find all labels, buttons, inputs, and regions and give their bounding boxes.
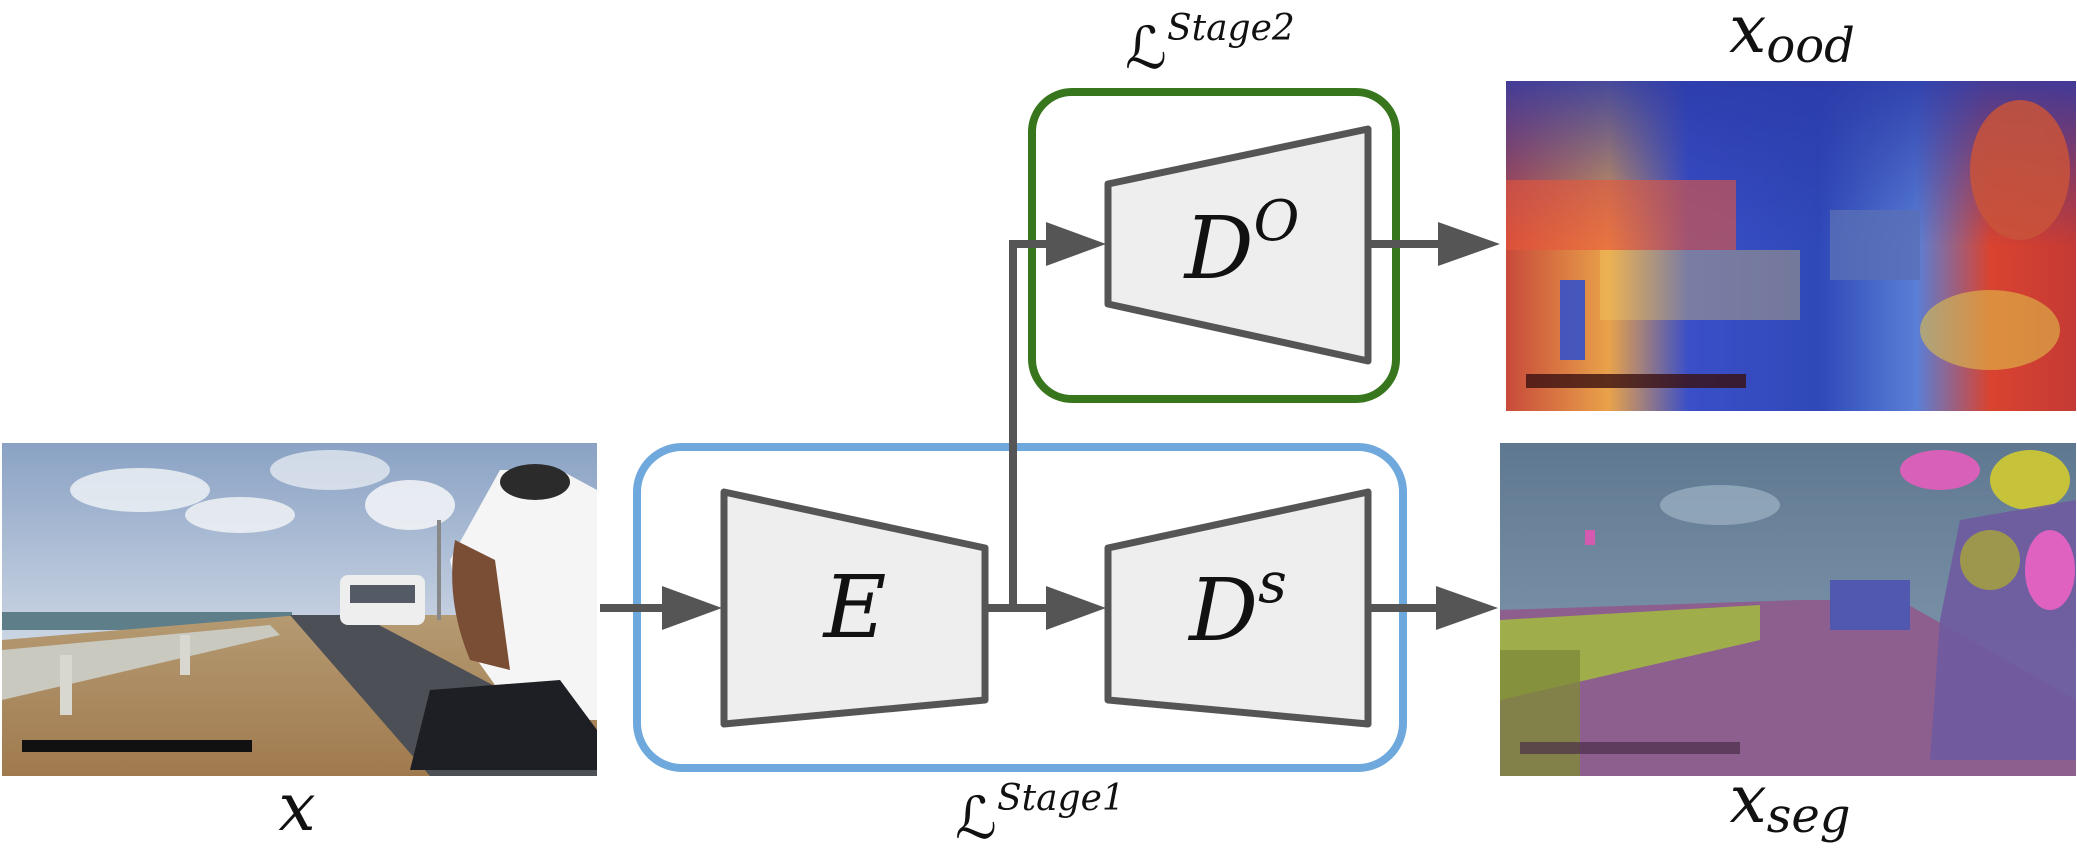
seg-decoder-label: Ds: [1187, 551, 1287, 661]
stage1-loss-label: ℒStage1: [955, 778, 1125, 852]
ood-heatmap-image: [1506, 81, 2076, 411]
seg-output-base: x: [1730, 761, 1767, 838]
encoder-block: [720, 488, 989, 728]
ood-decoder-block: [1104, 125, 1372, 365]
arrow-encoder-to-ood-head: [1046, 222, 1106, 266]
encoder-label: E: [822, 558, 887, 658]
arrow-encoder-to-ood-line: [1009, 240, 1052, 608]
stage2-loss-sup: Stage2: [1167, 8, 1295, 49]
ood-decoder-base: D: [1183, 199, 1254, 299]
input-label: x: [278, 769, 315, 846]
seg-output-sub: seg: [1767, 788, 1851, 844]
arrow-input-to-encoder-head: [662, 586, 722, 630]
input-image: [2, 443, 597, 776]
ood-decoder-label: DO: [1183, 189, 1300, 299]
arrows: [600, 222, 1500, 630]
stage1-loss-sup: Stage1: [997, 778, 1125, 819]
seg-output-label: xseg: [1730, 761, 1851, 844]
seg-decoder-sup: s: [1258, 551, 1287, 616]
stage1-loss-symbol: ℒ: [955, 784, 997, 852]
seg-decoder-base: D: [1187, 561, 1258, 661]
seg-decoder-block: [1104, 488, 1372, 728]
arrow-seg-to-output-head: [1436, 586, 1498, 630]
arrow-ood-to-output-head: [1438, 222, 1500, 266]
stage2-loss-symbol: ℒ: [1125, 14, 1167, 82]
ood-output-label: xood: [1729, 0, 1855, 74]
stage2-loss-label: ℒStage2: [1125, 8, 1295, 82]
ood-output-base: x: [1729, 0, 1766, 68]
arrow-encoder-to-seg-head: [1046, 586, 1106, 630]
segmentation-image: [1500, 443, 2076, 776]
ood-decoder-sup: O: [1254, 189, 1300, 254]
ood-output-sub: ood: [1766, 18, 1855, 74]
